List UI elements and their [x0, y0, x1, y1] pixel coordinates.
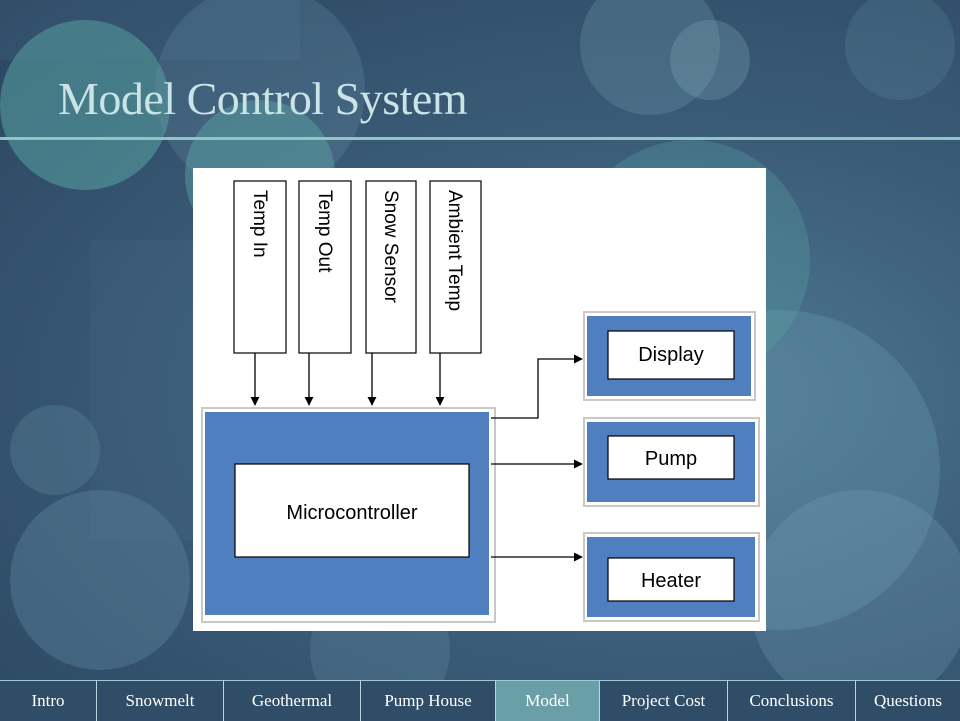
nav-tab-questions[interactable]: Questions [874, 691, 942, 710]
nav-tab-pump-house[interactable]: Pump House [361, 681, 496, 721]
input-snow-sensor: Snow Sensor [365, 180, 417, 354]
output-pump: Pump [583, 417, 760, 507]
input-label: Temp In [249, 190, 270, 258]
output-label: Pump [645, 448, 697, 470]
nav-tab-conclusions[interactable]: Conclusions [728, 681, 856, 721]
block-diagram: Temp In Temp Out Snow Sensor Ambient Tem… [193, 168, 766, 631]
output-display: Display [583, 311, 756, 401]
input-ambient-temp: Ambient Temp [429, 180, 482, 354]
input-arrows [250, 353, 445, 406]
nav-tab-project-cost[interactable]: Project Cost [600, 681, 728, 721]
input-temp-in: Temp In [233, 180, 287, 354]
input-label: Snow Sensor [380, 190, 401, 304]
title-divider [0, 137, 960, 140]
nav-tab-intro[interactable]: Intro [0, 681, 97, 721]
output-label: Display [638, 344, 704, 366]
nav-tab-model[interactable]: Model [496, 681, 600, 721]
output-heater: Heater [583, 532, 760, 622]
input-label: Ambient Temp [444, 190, 465, 311]
section-nav-bar: Intro Snowmelt Geothermal Pump House Mod… [0, 680, 960, 721]
microcontroller-block: Microcontroller [201, 407, 496, 623]
input-temp-out: Temp Out [298, 180, 352, 354]
input-label: Temp Out [314, 190, 335, 273]
output-arrows [491, 354, 583, 562]
microcontroller-label: Microcontroller [286, 502, 417, 524]
nav-tab-geothermal[interactable]: Geothermal [224, 681, 361, 721]
nav-tab-snowmelt[interactable]: Snowmelt [97, 681, 224, 721]
slide-title: Model Control System [58, 73, 468, 124]
output-label: Heater [641, 570, 701, 592]
